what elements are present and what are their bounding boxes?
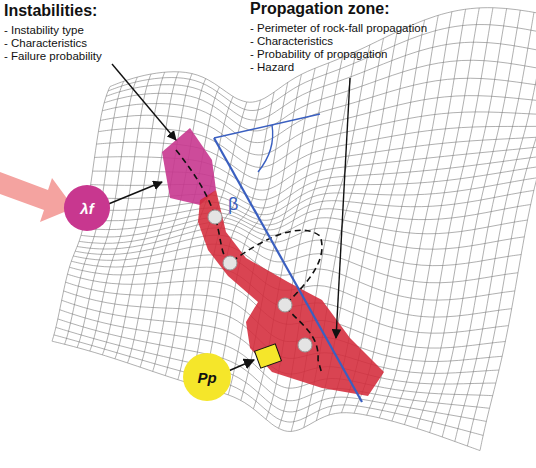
bullet-item: - Failure probability bbox=[4, 50, 102, 62]
mesh-line bbox=[87, 178, 536, 221]
circle-shape bbox=[183, 353, 231, 401]
bullet-item: - Characteristics bbox=[250, 35, 333, 47]
mesh-line bbox=[81, 217, 528, 237]
heading: Instabilities: bbox=[4, 2, 97, 20]
leader-arrow bbox=[336, 78, 350, 338]
bullet-item: - Perimeter of rock-fall propagation bbox=[250, 22, 427, 34]
mesh-line bbox=[85, 190, 534, 225]
mesh-line bbox=[140, 79, 206, 368]
leader-arrow bbox=[112, 64, 176, 140]
failure-rate-circle: λf bbox=[63, 184, 111, 232]
mesh-line bbox=[110, 8, 536, 103]
mesh-line bbox=[91, 156, 536, 208]
mesh-line bbox=[392, 8, 479, 421]
circle-label: λf bbox=[63, 184, 111, 232]
mesh-line bbox=[75, 235, 518, 283]
mesh-line bbox=[79, 222, 524, 249]
circle-label: Pp bbox=[182, 352, 232, 402]
trajectory-line bbox=[176, 150, 322, 374]
mesh-line bbox=[108, 25, 536, 111]
target-square bbox=[255, 344, 282, 368]
input-arrow bbox=[0, 172, 74, 222]
mesh-line bbox=[106, 42, 536, 120]
circle-shape bbox=[64, 185, 110, 231]
propagation-probability-circle: Pp bbox=[182, 352, 232, 402]
rock-blocks bbox=[208, 210, 312, 352]
angle-symbol: β bbox=[228, 194, 238, 215]
bullet-item: - Instability type bbox=[4, 24, 84, 36]
bullet-item: - Probability of propagation bbox=[250, 48, 387, 60]
heading: Propagation zone: bbox=[250, 0, 390, 18]
leader-arrow bbox=[106, 182, 162, 205]
mesh-line bbox=[430, 10, 521, 432]
terrain-mesh bbox=[52, 8, 536, 451]
horizontal-line bbox=[214, 114, 320, 138]
mesh-line bbox=[115, 72, 178, 359]
mesh-line bbox=[455, 15, 536, 442]
mesh-line bbox=[417, 9, 507, 429]
mesh-line bbox=[442, 12, 534, 437]
angle-arc bbox=[258, 125, 273, 172]
mesh-line bbox=[52, 87, 110, 342]
bullet-item: - Characteristics bbox=[4, 37, 87, 49]
mesh-line bbox=[52, 341, 480, 450]
mesh-line bbox=[404, 8, 492, 425]
mesh-line bbox=[467, 17, 536, 446]
mesh-line bbox=[102, 78, 536, 142]
mesh-line bbox=[89, 166, 536, 214]
mesh-line bbox=[100, 96, 536, 155]
leader-arrow bbox=[226, 360, 254, 372]
mesh-line bbox=[54, 335, 483, 436]
bullet-item: - Hazard bbox=[250, 61, 294, 73]
mesh-line bbox=[77, 228, 521, 266]
mesh-line bbox=[480, 19, 536, 450]
mesh-line bbox=[367, 12, 452, 416]
mesh-line bbox=[93, 146, 536, 200]
mesh-line bbox=[83, 205, 531, 230]
